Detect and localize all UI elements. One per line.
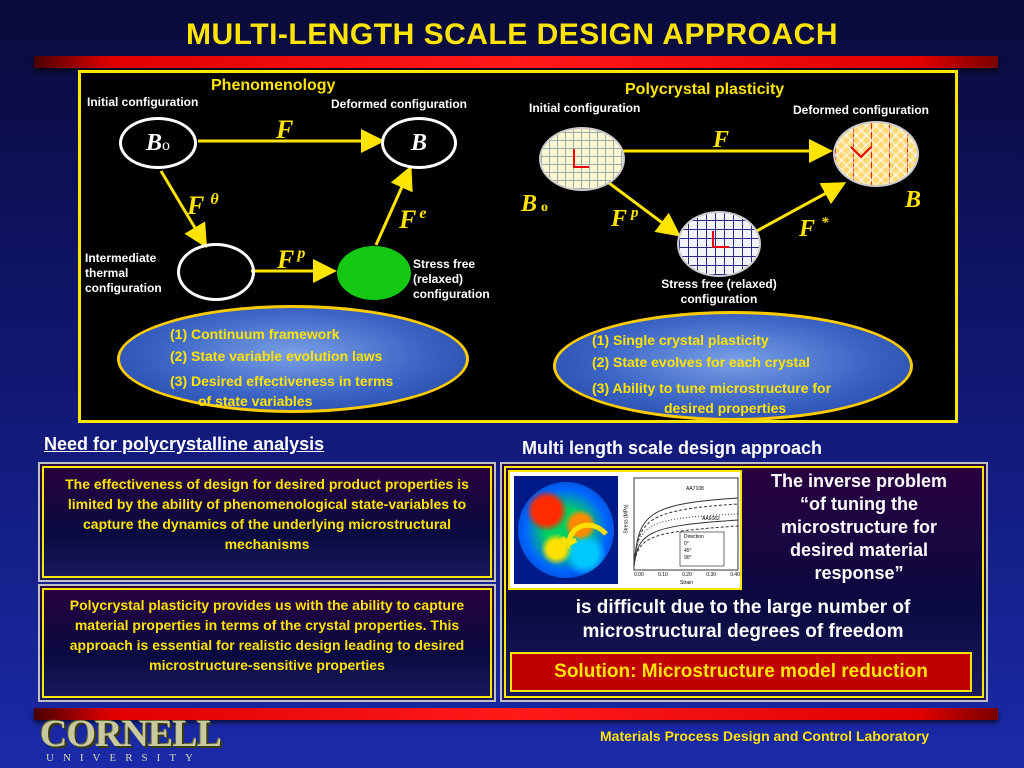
left-panel-1: The effectiveness of design for desired … — [38, 462, 496, 582]
arrow-f-label: F — [276, 115, 294, 144]
grain-initial — [539, 127, 625, 191]
node-b0: Bo — [119, 117, 197, 169]
node-b: B — [381, 117, 457, 169]
pheno-ellipse: (1) Continuum framework (2) State variab… — [117, 305, 469, 413]
fe-sup: e — [419, 205, 427, 223]
cornell-logo-sub: UNIVERSITY — [46, 752, 202, 764]
grain-stress-free — [677, 211, 761, 277]
pheno-ellipse-line-4: of state variables — [198, 393, 313, 409]
poly-ellipse-line-1: (1) Single crystal plasticity — [592, 332, 769, 348]
poly-fstar-label: F* — [799, 215, 829, 242]
poly-ellipse: (1) Single crystal plasticity (2) State … — [553, 311, 913, 421]
bottom-red-bar — [34, 708, 998, 720]
poly-f-label: F — [713, 127, 730, 153]
node-stress-free — [337, 246, 411, 300]
poly-initial-label: Initial configuration — [529, 101, 641, 115]
plot-label-mid: AA6082 — [702, 516, 720, 522]
plot-label-top: AA7108 — [686, 486, 704, 492]
left-section-heading: Need for polycrystalline analysis — [44, 434, 325, 454]
poly-deformed-label: Deformed configuration — [793, 103, 930, 117]
poly-fp-sup: p — [631, 205, 639, 221]
stress-strain-plot — [633, 477, 739, 571]
right-section-heading: Multi length scale design approach — [522, 438, 823, 458]
solution-banner: Solution: Microstructure model reduction — [510, 652, 972, 692]
fp-sup: p — [297, 245, 306, 263]
ftheta-sup: θ — [210, 191, 219, 209]
phenomenology-heading: Phenomenology — [211, 77, 336, 94]
polycrystal-heading: Polycrystal plasticity — [625, 81, 785, 98]
left-panel-2-text: Polycrystal plasticity provides us with … — [69, 597, 465, 673]
poly-ellipse-line-3: (3) Ability to tune microstructure for — [592, 380, 832, 396]
plot-ylabel: Stress (MPa) — [623, 504, 630, 534]
pheno-initial-label: Initial configuration — [87, 95, 199, 109]
node-intermediate — [177, 243, 255, 301]
lab-name: Materials Process Design and Control Lab… — [600, 728, 930, 744]
inverse-problem-text: The inverse problem “of tuning the micro… — [770, 471, 948, 583]
poly-b-label: B — [905, 187, 922, 213]
inset-figure: AA7108 AA6082 Direction 0° 45° 90° Stres… — [508, 470, 742, 590]
pheno-stress-free-label: Stress free (relaxed) configuration — [413, 257, 490, 301]
microstructure-map — [514, 476, 618, 584]
cornell-logo: CORNELL UNIVERSITY — [40, 712, 250, 766]
difficulty-text: is difficult due to the large number of … — [575, 597, 911, 642]
left-panel-1-text: The effectiveness of design for desired … — [65, 476, 469, 552]
diagram-panel: Phenomenology Initial configuration Defo… — [78, 70, 958, 423]
poly-ellipse-line-2: (2) State evolves for each crystal — [592, 354, 810, 370]
pheno-deformed-label: Deformed configuration — [331, 97, 468, 111]
poly-ellipse-line-4: desired properties — [664, 400, 787, 416]
poly-fstar-sup: * — [821, 215, 829, 231]
node-b0-sub: o — [162, 137, 170, 154]
top-red-bar — [34, 56, 998, 68]
poly-b0-sub: o — [541, 200, 549, 215]
cornell-logo-word: CORNELL — [40, 713, 222, 755]
pheno-intermediate-label: Intermediate thermal configuration — [85, 251, 162, 295]
left-panel-2: Polycrystal plasticity provides us with … — [38, 584, 496, 702]
poly-stress-free-label: Stress free (relaxed) configuration — [661, 277, 777, 306]
grain-deformed — [833, 121, 919, 187]
page-title: MULTI-LENGTH SCALE DESIGN APPROACH — [186, 18, 838, 51]
pheno-ellipse-line-3: (3) Desired effectiveness in terms — [170, 373, 394, 389]
plot-legend: Direction 0° 45° 90° — [684, 534, 704, 561]
pheno-ellipse-line-2: (2) State variable evolution laws — [170, 348, 383, 364]
plot-xlabel: Strain — [680, 580, 694, 586]
pheno-ellipse-line-1: (1) Continuum framework — [170, 326, 340, 342]
diagram-arrows — [159, 129, 847, 283]
node-b-label: B — [410, 130, 427, 156]
node-b0-label: B — [145, 130, 162, 156]
